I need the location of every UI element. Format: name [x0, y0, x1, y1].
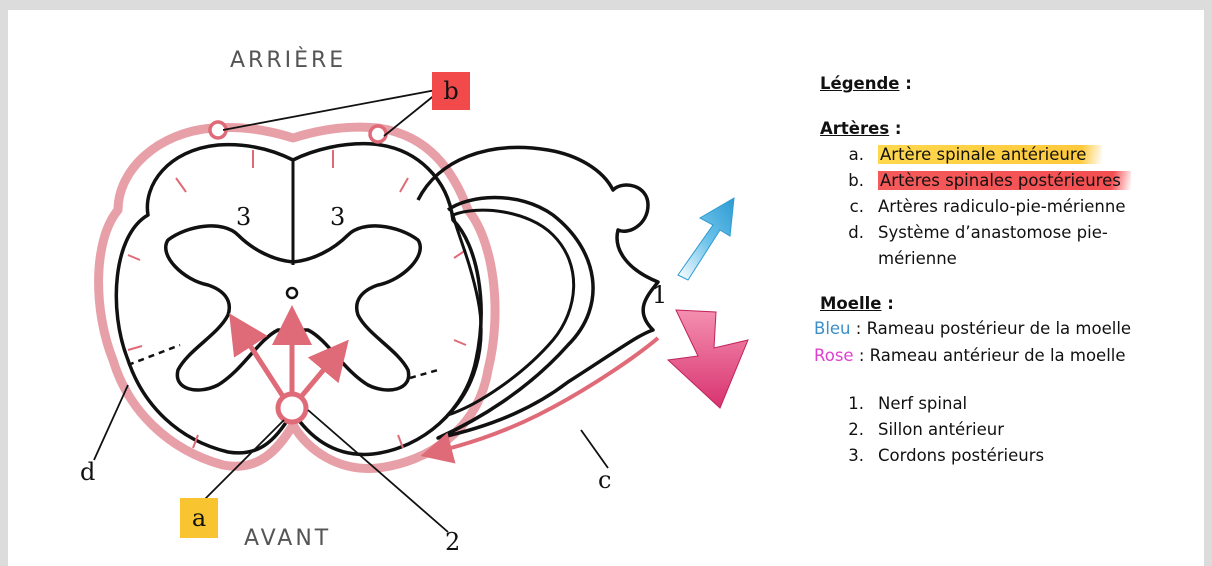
blue-legend-row: Bleu : Rameau postérieur de la moelle — [814, 315, 1200, 342]
spinal-cord-diagram: b a ARRIÈRE AVANT 3 3 1 2 c d — [80, 47, 749, 556]
posterior-ramus-arrow — [677, 197, 735, 281]
artery-marker: c. — [849, 197, 864, 216]
artery-item-b: b. Artères spinales postérieures — [820, 168, 1200, 194]
artery-item-d: d. Système d’anastomose pie- — [820, 220, 1200, 246]
numbered-text: Cordons postérieurs — [878, 446, 1045, 465]
spinal-nerve-inner — [446, 208, 576, 417]
artery-item-a: a. Artère spinale antérieure — [820, 142, 1200, 168]
artery-text: Artères radiculo-pie-mérienne — [878, 197, 1126, 216]
posterior-artery-right — [368, 124, 388, 144]
artery-text: Système d’anastomose pie- — [878, 223, 1108, 242]
label-3-right: 3 — [330, 203, 345, 231]
figure-frame: b a ARRIÈRE AVANT 3 3 1 2 c d Légende : … — [8, 10, 1204, 566]
label-c: c — [598, 466, 611, 494]
arteries-heading-colon: : — [889, 119, 902, 138]
moelle-heading-colon: : — [881, 294, 894, 313]
artery-marker: d. — [848, 223, 864, 242]
legend-title: Légende — [820, 74, 900, 93]
numbered-text: Nerf spinal — [878, 394, 968, 413]
label-3-left: 3 — [236, 203, 251, 231]
artery-marker: b. — [848, 171, 864, 190]
tag-a-box — [180, 498, 218, 538]
anastomosis-dash-right — [409, 368, 439, 380]
label-2: 2 — [445, 528, 460, 556]
arteries-heading: Artères — [820, 119, 890, 138]
cord-outline — [114, 141, 483, 457]
artery-item-d-cont: mérienne — [820, 246, 1200, 272]
artery-marker — [820, 246, 878, 272]
legend-title-colon: : — [899, 74, 912, 93]
anastomosis-dash-left — [127, 343, 181, 367]
arteries-heading-row: Artères : — [820, 119, 1200, 138]
legend: Légende : Artères : a. Artère spinale an… — [814, 74, 1200, 469]
blue-text: : Rameau postérieur de la moelle — [850, 319, 1132, 338]
numbered-item-1: 1. Nerf spinal — [820, 391, 1200, 417]
moelle-heading: Moelle — [820, 294, 882, 313]
label-avant: AVANT — [244, 526, 331, 551]
numbered-item-3: 3. Cordons postérieurs — [820, 443, 1200, 469]
label-1: 1 — [652, 281, 667, 309]
numbered-text: Sillon antérieur — [878, 420, 1004, 439]
anterior-branch-arrow-right — [298, 339, 349, 400]
pink-legend-row: Rose : Rameau antérieur de la moelle — [814, 342, 1200, 369]
grey-matter — [164, 224, 422, 392]
radicular-artery — [420, 336, 660, 464]
tag-b-box — [432, 72, 470, 110]
blue-word: Bleu — [814, 319, 851, 338]
tag-a-label: a — [192, 504, 206, 532]
leader-lines — [93, 89, 609, 533]
anterior-branch-arrow-left — [229, 313, 287, 400]
tag-b-label: b — [443, 77, 458, 105]
label-d: d — [80, 458, 95, 486]
artery-marker: a. — [848, 145, 864, 164]
moelle-heading-row: Moelle : — [820, 294, 1200, 313]
numbered-marker: 3. — [848, 446, 864, 465]
spinal-nerve — [416, 145, 660, 440]
label-arriere: ARRIÈRE — [230, 47, 346, 73]
artery-text: Artères spinales postérieures — [878, 171, 1131, 190]
central-canal — [285, 286, 299, 300]
artery-text: mérienne — [878, 249, 957, 268]
numbered-marker: 2. — [848, 420, 864, 439]
numbered-marker: 1. — [848, 394, 864, 413]
anterior-ramus-arrow — [666, 309, 749, 409]
legend-title-row: Légende : — [820, 74, 1200, 93]
pink-word: Rose — [814, 346, 854, 365]
artery-text: Artère spinale antérieure — [878, 145, 1103, 164]
numbered-item-2: 2. Sillon antérieur — [820, 417, 1200, 443]
artery-item-c: c. Artères radiculo-pie-mérienne — [820, 194, 1200, 220]
peripheral-small-arrows — [127, 150, 467, 449]
pink-text: : Rameau antérieur de la moelle — [853, 346, 1126, 365]
